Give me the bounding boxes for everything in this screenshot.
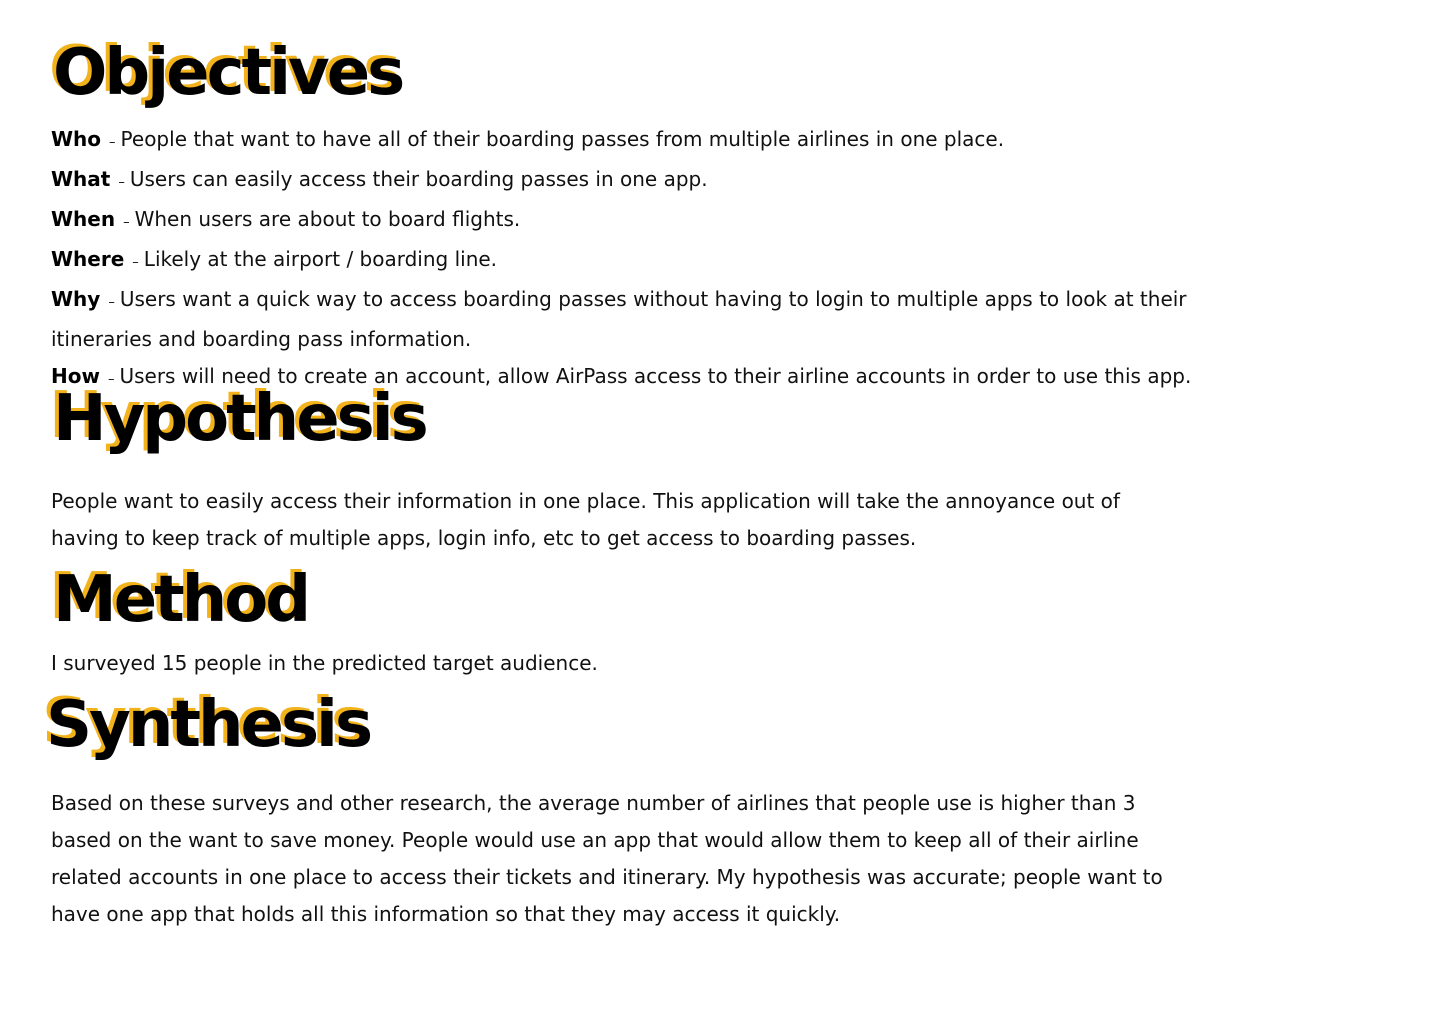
objective-label: When xyxy=(51,207,116,231)
objectives-list: Who–People that want to have all of thei… xyxy=(51,121,1211,398)
objective-text: When users are about to board flights. xyxy=(134,207,521,231)
objective-dash: – xyxy=(107,372,115,387)
objective-label: How xyxy=(51,364,100,388)
objective-when: When–When users are about to board fligh… xyxy=(51,201,1211,241)
objective-dash: – xyxy=(118,175,125,190)
objective-label: Where xyxy=(51,247,125,271)
objective-text: Likely at the airport / boarding line. xyxy=(143,247,498,271)
synthesis-paragraph: Based on these surveys and other researc… xyxy=(51,791,1163,926)
method-heading: Method xyxy=(53,563,311,637)
objective-dash: – xyxy=(132,255,139,270)
objective-dash: – xyxy=(108,295,115,310)
objective-text: Users will need to create an account, al… xyxy=(119,364,1192,388)
objective-who: Who–People that want to have all of thei… xyxy=(51,121,1211,161)
objective-text: People that want to have all of their bo… xyxy=(120,127,1005,151)
hypothesis-heading: Hypothesis xyxy=(53,382,429,456)
objective-where: Where–Likely at the airport / boarding l… xyxy=(51,241,1211,281)
objective-dash: – xyxy=(109,135,116,150)
objective-how: How–Users will need to create an account… xyxy=(51,358,1211,398)
hypothesis-paragraph: People want to easily access their infor… xyxy=(51,489,1120,550)
objective-text: Users want a quick way to access boardin… xyxy=(51,287,1187,351)
objective-why: Why–Users want a quick way to access boa… xyxy=(51,281,1211,358)
synthesis-heading: Synthesis xyxy=(46,688,373,762)
objective-label: Who xyxy=(51,127,102,151)
objective-label: Why xyxy=(51,287,101,311)
objective-what: What–Users can easily access their board… xyxy=(51,161,1211,201)
objective-dash: – xyxy=(123,215,130,230)
method-paragraph: I surveyed 15 people in the predicted ta… xyxy=(51,651,598,675)
objective-text: Users can easily access their boarding p… xyxy=(129,167,708,191)
objectives-heading: Objectives xyxy=(53,36,405,110)
objective-label: What xyxy=(51,167,111,191)
